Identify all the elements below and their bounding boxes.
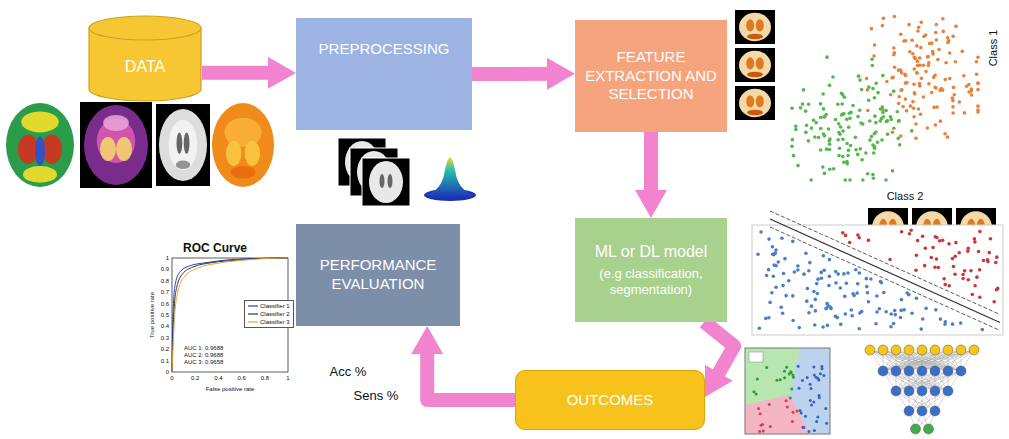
legend-entry: Classifier 2 <box>248 310 290 318</box>
brain-scan <box>84 105 148 185</box>
legend-entry: Classifier 3 <box>248 318 290 326</box>
legend-text: Classifier 3 <box>260 318 290 326</box>
chart-legend: Classifier 1Classifier 2Classifier 3 <box>244 300 294 328</box>
flow-arrow <box>644 132 658 198</box>
auc-value: AUC 2: 0.9688 <box>184 352 223 359</box>
gaussian-surface <box>424 158 476 202</box>
brain-scan <box>6 103 74 187</box>
flow-arrow <box>704 322 734 380</box>
tick-label: 0.1 <box>161 357 169 364</box>
chart-title: ROC Curve <box>183 242 247 255</box>
flow-arrow <box>472 67 555 81</box>
node-title: PREPROCESSING <box>319 40 450 59</box>
axis-title: True positive rate <box>149 292 156 338</box>
node-body: (e.g classification, segmentation) <box>583 266 719 299</box>
feature-map-icon <box>735 86 775 120</box>
metric-label: Acc % <box>330 365 367 379</box>
legend-sample <box>248 303 258 309</box>
auc-value: AUC 3: 0.9658 <box>184 359 223 366</box>
class-scatter <box>790 15 980 182</box>
metric-label: Sens % <box>354 389 399 403</box>
legend-sample <box>248 319 258 325</box>
axis-title: False positive rate <box>206 386 255 393</box>
process-box: PREPROCESSING <box>296 18 472 130</box>
tick-label: 0.4 <box>161 323 169 330</box>
tick-label: 0.2 <box>161 346 169 353</box>
tick-label: 0.2 <box>191 375 199 382</box>
tick-label: 0.8 <box>161 278 169 285</box>
feature-map-icon <box>735 48 775 82</box>
tick-label: 0.5 <box>161 312 169 319</box>
tick-label: 1 <box>286 375 289 382</box>
outcome-box: OUTCOMES <box>515 370 705 430</box>
node-title: DATA <box>125 57 165 77</box>
brain-scan <box>159 109 207 181</box>
process-box: ML or DL model (e.g classification, segme… <box>575 218 727 322</box>
tick-label: 0 <box>170 375 173 382</box>
legend-text: Classifier 2 <box>260 310 290 318</box>
tick-label: 0.6 <box>161 300 169 307</box>
flow-arrow <box>427 346 515 400</box>
legend-text: Classifier 1 <box>260 302 290 310</box>
data-cylinder: DATA <box>88 16 202 102</box>
class-label: Class 1 <box>987 30 999 67</box>
scan-slice <box>362 158 410 206</box>
tick-label: 1 <box>166 255 169 262</box>
class-label: Class 2 <box>887 190 924 202</box>
tick-label: 0.4 <box>214 375 222 382</box>
feature-map-icon <box>735 10 775 44</box>
neural-network <box>865 345 979 434</box>
legend-sample <box>248 311 258 317</box>
scan-frame <box>156 104 210 186</box>
node-title: ML or DL model <box>595 242 708 262</box>
node-title: PERFORMANCE EVALUATION <box>304 256 452 294</box>
tick-label: 0.7 <box>161 289 169 296</box>
tick-label: 0 <box>166 369 169 376</box>
process-box: PERFORMANCE EVALUATION <box>296 224 460 326</box>
scan-frame <box>80 102 152 188</box>
tick-label: 0.6 <box>237 375 245 382</box>
tick-label: 0.9 <box>161 266 169 273</box>
auc-value: AUC 1: 0.9688 <box>184 345 223 352</box>
node-title: OUTCOMES <box>567 391 654 410</box>
decision-regions <box>745 348 830 434</box>
flow-arrow <box>202 66 276 80</box>
svm-plot <box>752 211 1003 335</box>
tick-label: 0.3 <box>161 335 169 342</box>
legend-entry: Classifier 1 <box>248 302 290 310</box>
node-title: FEATURE EXTRACTION AND SELECTION <box>583 48 719 104</box>
process-box: FEATURE EXTRACTION AND SELECTION <box>575 20 727 132</box>
brain-scan <box>212 103 274 187</box>
tick-label: 0.8 <box>261 375 269 382</box>
